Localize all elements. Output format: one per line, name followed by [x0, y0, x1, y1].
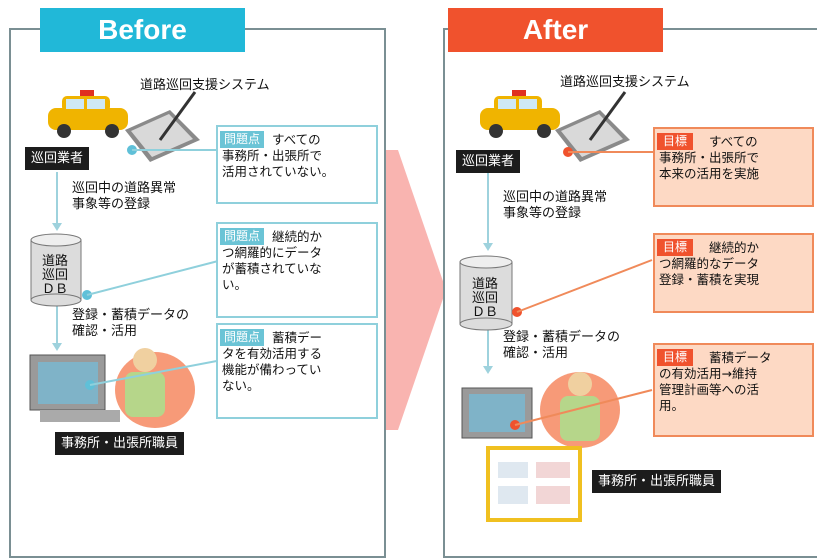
before-note-3-tag: 問題点: [220, 329, 265, 346]
patrol-car-icon: [480, 90, 560, 138]
before-note-1-text: すべての 事務所・出張所で 活用されていない。: [222, 132, 335, 179]
after-note-3-text: 蓄積データ の有効活用→維持 管理計画等への活 用。: [659, 350, 772, 413]
after-note-2-tag: 目標: [657, 239, 694, 256]
before-note-2-text: 継続的か つ網羅的にデータ が蓄積されていな い。: [222, 229, 323, 292]
before-db-label: 道路 巡回 ＤＢ: [42, 254, 69, 297]
after-system-label: 道路巡回支援システム: [560, 75, 690, 90]
after-note-3: [653, 343, 814, 437]
after-note-2-text: 継続的か つ網羅的なデータ 登録・蓄積を実現: [659, 240, 760, 287]
office-worker-icon: [461, 372, 620, 448]
after-note-3-tag: 目標: [657, 349, 694, 366]
after-note-1-tag: 目標: [657, 133, 694, 150]
after-db-label: 道路 巡回 ＤＢ: [472, 277, 499, 320]
after-staff-label: 事務所・出張所職員: [592, 470, 722, 493]
before-staff-label: 事務所・出張所職員: [55, 432, 185, 455]
before-note-1-tag: 問題点: [220, 131, 265, 148]
after-header: After: [448, 8, 663, 52]
before-patrol-label: 巡回業者: [25, 147, 90, 170]
tablet-icon: [555, 91, 630, 162]
before-step2: 登録・蓄積データの 確認・活用: [72, 308, 190, 339]
before-header: Before: [40, 8, 245, 52]
report-document-icon: [486, 446, 582, 522]
after-note-1-text: すべての 事務所・出張所で 本来の活用を実施: [659, 134, 760, 181]
patrol-car-icon: [48, 90, 128, 138]
after-step2: 登録・蓄積データの 確認・活用: [503, 330, 621, 361]
before-step1: 巡回中の道路異常 事象等の登録: [72, 181, 177, 212]
before-note-2-tag: 問題点: [220, 228, 265, 245]
database-icon: [459, 255, 522, 331]
before-system-label: 道路巡回支援システム: [140, 78, 270, 93]
before-note-3-text: 蓄積デー タを有効活用する 機能が備わってい ない。: [222, 330, 323, 393]
after-step1: 巡回中の道路異常 事象等の登録: [503, 190, 608, 221]
office-worker-icon: [29, 348, 195, 428]
after-patrol-label: 巡回業者: [456, 150, 521, 173]
